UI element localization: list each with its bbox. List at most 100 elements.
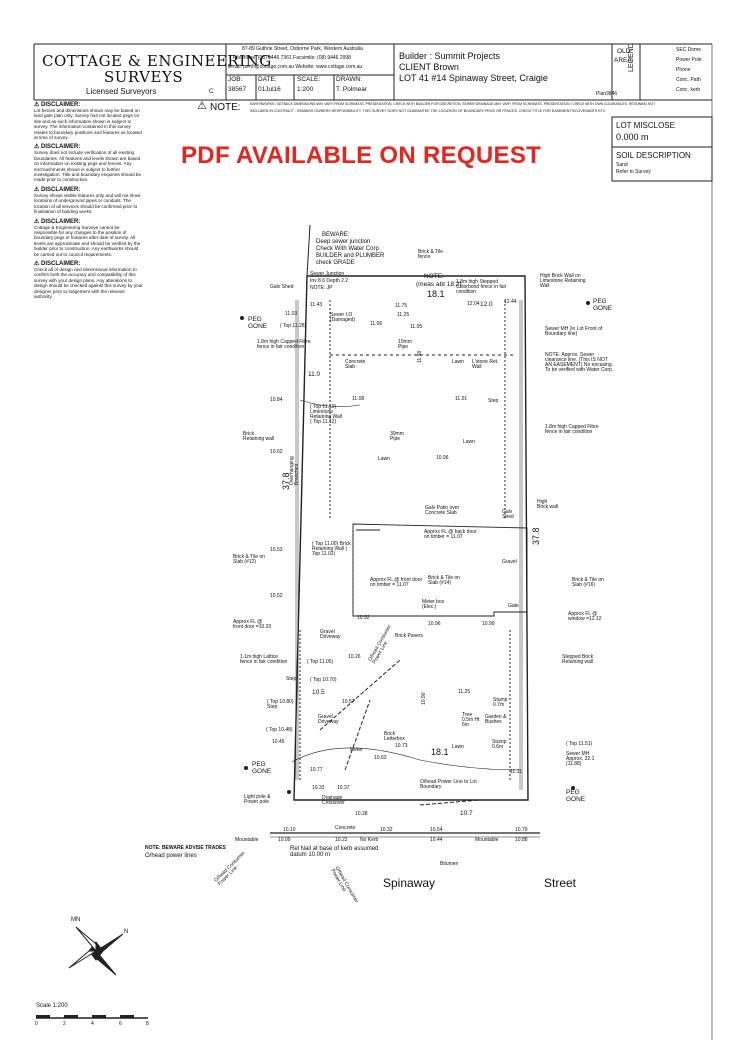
lawn-3: Lawn [378, 456, 390, 462]
spot-level: 10.32 [312, 785, 325, 791]
top-10-80-step: ( Top 10.80) Step [267, 699, 294, 710]
top-10-70: ( Top 10.70) [310, 677, 337, 683]
spot-level: 10.52 [270, 593, 283, 599]
peg-marker [240, 316, 244, 320]
scale-tick-4: 4 [91, 1021, 94, 1027]
warning-icon: ⚠ [34, 260, 42, 267]
beware-line2: Check With Water Corp [316, 246, 379, 252]
bitumen-label: Bitumen [440, 861, 459, 867]
sewer-mh-rear: Sewer MH (in Lot Front of Boundary line) [545, 326, 603, 337]
scale-tick-2: 2 [63, 1021, 66, 1027]
scale-tick-6: 6 [119, 1021, 122, 1027]
scale-tick-0: 0 [35, 1021, 38, 1027]
peg-marker [571, 786, 575, 790]
gravel-driveway-2: Gravel Driveway [318, 714, 339, 725]
rear-dimension: 18.1 [427, 289, 445, 299]
peg-marker [586, 301, 590, 305]
peg-gone-top-right: PEG GONE [593, 298, 613, 312]
disclaimer-1: ⚠ DISCLAIMER: Lot fences and dimensions … [34, 101, 146, 140]
rel-nail-datum: Rel Nail at base of kerb assumed datum 1… [290, 846, 379, 858]
high-brick-wall-limestone: High Brick Wall on Limestone Retaining W… [540, 273, 586, 289]
approx-fl-left: Approx FL @ front door =10.20 [233, 619, 272, 630]
company-name-line2: SURVEYS [104, 68, 184, 86]
spot-level: 11.01 [455, 396, 468, 402]
client-line: CLIENT Brown [399, 62, 459, 72]
plan-number: Plan9846 [596, 91, 618, 97]
beware-advise-trades: NOTE: BEWARE ADVISE TRADES [145, 845, 226, 851]
spot-level: 10.28 [355, 811, 368, 817]
approx-fl-front-door: Approx FL @ front door on timber = 11.07 [370, 577, 423, 588]
spot-level: 11.03 [285, 311, 298, 317]
tree-label: Tree 0.5m Ht 6m [462, 712, 480, 728]
legend-item-conc-path: Conc. Path [676, 77, 701, 83]
top-11-51: ( Top 11.51) [566, 741, 593, 747]
sewer-mh-front: Sewer MH Approx. 22.1 (11.88) [566, 751, 595, 767]
brick-tile-slab-14: Brick & Tile on Slab (#14) [428, 575, 460, 586]
company-email: Email: perth@cottage.com.au Website: www… [228, 64, 363, 70]
stump-06: Stump 0.6m [492, 739, 507, 750]
brick-tile-fence: Brick & Tile fence [418, 249, 444, 260]
gravel-driveway: Gravel Driveway [320, 629, 341, 640]
colorbond-fence: 1.8m high Stepped Colorbond fence in fai… [456, 279, 507, 295]
date-value: 01Jul16 [258, 86, 281, 93]
spot-level: 10.73 [395, 743, 408, 749]
disclaimer-column: ⚠ DISCLAIMER: Lot fences and dimensions … [34, 101, 146, 299]
company-subtitle: Licensed Surveyors [86, 87, 157, 96]
spot-level: 10.57 [342, 699, 355, 705]
high-brick-wall-right: High Brick wall [537, 499, 559, 510]
spot-level: 11.06 [370, 321, 383, 327]
spot-level: 10.32 [380, 827, 393, 833]
scale-block [120, 1015, 134, 1018]
spot-level: 10.22 [335, 837, 348, 843]
legend-item-sec-dome: SEC Dome [676, 47, 702, 53]
disclaimer-body: Survey does not include verification of … [34, 150, 142, 183]
spot-level: 10.88 [515, 837, 528, 843]
disclaimer-title: ⚠ DISCLAIMER: [34, 144, 81, 151]
drainage-crossover: Drainage Crossover [322, 795, 345, 806]
disclaimer-body: Cottage & Engineering Surveys cannot be … [34, 224, 141, 257]
approx-fl-window: Approx FL @ window =12.12 [568, 611, 602, 622]
overhead-power-line-3 [419, 799, 481, 806]
lot-misclose-title: LOT MISCLOSE [616, 121, 675, 130]
peg-marker [244, 766, 248, 770]
spot-level: 11.25 [458, 689, 471, 695]
brick-pavers: Brick Pavers [395, 633, 424, 639]
spot-level: 10.96 [428, 621, 441, 627]
overhead-power-line-2 [344, 699, 371, 771]
compass-north-label: N [124, 929, 129, 935]
beware-title: BEWARE: [322, 232, 350, 238]
c-mark: C [209, 88, 214, 95]
sewer-io-damaged: Sewer I.O (Damaged) [330, 312, 356, 323]
pdf-watermark: PDF AVAILABLE ON REQUEST [181, 142, 542, 169]
overhanging-branches: Overhanging Branches [289, 456, 300, 485]
contour-label-10-7: 10.7 [460, 810, 473, 817]
spot-level: 10.54 [430, 827, 443, 833]
disclaimer-body: Check all of design and dimensional info… [34, 266, 143, 299]
drawn-label: DRAWN: [336, 76, 363, 83]
soil-box [611, 146, 713, 182]
gravel-label: Gravel [502, 559, 517, 565]
spot-level: 11.25 [397, 312, 410, 318]
spot-level: 10.44 [430, 837, 443, 843]
header-company-box: COTTAGE & ENGINEERING SURVEYS Licensed S… [34, 44, 271, 96]
spot-level: 11.98 [417, 350, 423, 363]
warning-icon: ⚠ [34, 102, 42, 108]
compass-east-arm [95, 949, 117, 976]
disclaimer-title: ⚠ DISCLAIMER: [34, 102, 81, 108]
legend-item-phone: Phone [676, 67, 691, 73]
lattice-fence: 1.1m high Lattice fence in fair conditio… [240, 654, 288, 665]
peg-markers [240, 301, 590, 794]
disclaimer-title: ⚠ DISCLAIMER: [34, 260, 81, 267]
lot-line: LOT 41 #14 Spinaway Street, Craigie [399, 73, 548, 83]
meter-box: Meter box (Elec.) [422, 599, 445, 610]
spot-level: 10.99 [482, 621, 495, 627]
beware-line4: check GRADE [316, 260, 355, 266]
contour-11-0 [299, 399, 361, 407]
legend-item-power-pole: Power Pole [676, 57, 702, 63]
spot-level: 10.92 [357, 615, 370, 621]
spot-level: 11.75 [395, 303, 408, 309]
depth-right-dimension: 37.8 [531, 527, 541, 545]
gate-label: Gate [508, 603, 519, 609]
spot-level: 10.96 [436, 455, 449, 461]
scale-value: 1:200 [297, 86, 314, 93]
